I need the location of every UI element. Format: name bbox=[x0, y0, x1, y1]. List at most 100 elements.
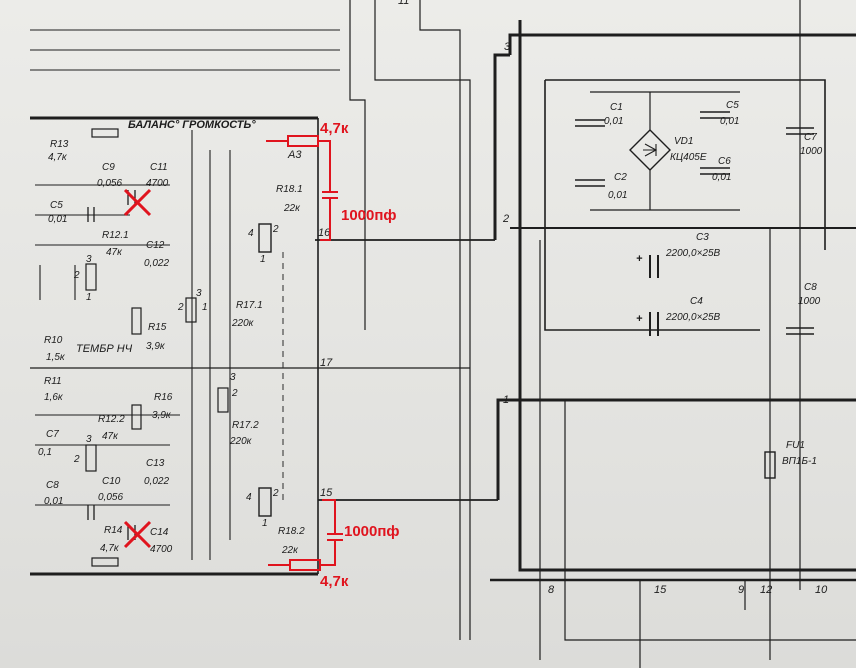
r18-2-pin2: 2 bbox=[272, 488, 279, 499]
c8-right-symbol bbox=[786, 327, 814, 335]
removed-c11-cross-icon bbox=[123, 188, 152, 217]
c8-left-value: 0,01 bbox=[44, 496, 63, 507]
r17-2-value: 220к bbox=[229, 436, 253, 447]
c10-value: 0,056 bbox=[98, 492, 123, 503]
c4-ref: C4 bbox=[690, 296, 703, 307]
node-17: 17 bbox=[320, 357, 333, 369]
r11-value: 1,6к bbox=[44, 392, 64, 403]
c9-value: 0,056 bbox=[97, 178, 122, 189]
c1-value: 0,01 bbox=[604, 116, 623, 127]
modification-overlay: 4,7к 1000пф 1000пф 4,7к bbox=[123, 120, 400, 590]
c10-ref: C10 bbox=[102, 476, 121, 487]
c5-right-symbol bbox=[700, 111, 730, 119]
r17-1-pin3: 3 bbox=[196, 288, 202, 299]
c5-left-ref: C5 bbox=[50, 200, 63, 211]
c13-value: 0,022 bbox=[144, 476, 169, 487]
resistor-r16-symbol bbox=[131, 404, 142, 430]
r17-2-pin3: 3 bbox=[230, 372, 236, 383]
r14-value: 4,7к bbox=[100, 543, 120, 554]
r15-ref: R15 bbox=[148, 322, 167, 333]
r16-ref: R16 bbox=[154, 392, 173, 403]
r18-1-value: 22к bbox=[283, 203, 301, 214]
c8-left-ref: C8 bbox=[46, 480, 59, 491]
node-2: 2 bbox=[502, 213, 509, 225]
c7-value: 0,1 bbox=[38, 447, 52, 458]
c7-ref: C7 bbox=[46, 429, 59, 440]
added-resistor-bottom-symbol bbox=[289, 559, 321, 571]
c10-symbol bbox=[87, 505, 95, 520]
a3-label: A3 bbox=[287, 149, 302, 161]
r18-1-pin1: 1 bbox=[260, 254, 266, 265]
c8-right-value: 1000 bbox=[798, 296, 821, 307]
c2-ref: C2 bbox=[614, 172, 627, 183]
r10-value: 1,5к bbox=[46, 352, 66, 363]
r12-1-pin1: 1 bbox=[86, 292, 92, 303]
potentiometer-r17-2-symbol bbox=[217, 387, 229, 413]
diode-bridge-vd1-symbol bbox=[629, 129, 671, 171]
r12-2-pin3: 3 bbox=[86, 434, 92, 445]
removed-c14-cross-icon bbox=[123, 520, 152, 549]
vd1-ref: VD1 bbox=[674, 136, 693, 147]
potentiometer-r17-1-symbol bbox=[185, 297, 197, 323]
r13-ref: R13 bbox=[50, 139, 69, 150]
added-resistor-top-symbol bbox=[287, 135, 319, 147]
r12-1-pin2: 2 bbox=[73, 270, 80, 281]
main-wires bbox=[30, 0, 856, 668]
r15-value: 3,9к bbox=[146, 341, 166, 352]
potentiometer-r12-2-symbol bbox=[85, 444, 97, 472]
r18-2-pin4: 4 bbox=[246, 492, 252, 503]
r18-2-pin1: 1 bbox=[262, 518, 268, 529]
c3-value: 2200,0×25В bbox=[665, 248, 721, 259]
fu1-ref: FU1 bbox=[786, 440, 805, 451]
tone-lf-label: ТЕМБР НЧ bbox=[76, 343, 133, 355]
r14-ref: R14 bbox=[104, 525, 123, 536]
c14-ref: C14 bbox=[150, 527, 169, 538]
r18-1-pin2: 2 bbox=[272, 224, 279, 235]
node-9: 9 bbox=[738, 584, 744, 596]
c13-ref: C13 bbox=[146, 458, 165, 469]
r18-2-value: 22к bbox=[281, 545, 299, 556]
potentiometer-r12-1-symbol bbox=[85, 263, 97, 291]
r17-1-ref: R17.1 bbox=[236, 300, 263, 311]
node-3: 3 bbox=[504, 41, 511, 53]
added-cap-bottom-wiring bbox=[268, 499, 343, 566]
c11-value: 4700 bbox=[146, 178, 169, 189]
r12-1-ref: R12.1 bbox=[102, 230, 129, 241]
node-15-bottom: 15 bbox=[654, 584, 667, 596]
c3-symbol bbox=[649, 255, 659, 278]
svg-text:+: + bbox=[636, 313, 643, 325]
r18-2-ref: R18.2 bbox=[278, 526, 305, 537]
c6-value: 0,01 bbox=[712, 172, 731, 183]
added-cap-bottom-label: 1000пф bbox=[344, 523, 400, 540]
potentiometer-r18-2-symbol bbox=[258, 487, 272, 517]
c3-ref: C3 bbox=[696, 232, 709, 243]
fu1-value: ВП1Б-1 bbox=[782, 456, 817, 467]
node-12: 12 bbox=[760, 584, 772, 596]
r17-1-pin2: 2 bbox=[177, 302, 184, 313]
node-8: 8 bbox=[548, 584, 555, 596]
balance-volume-label: БАЛАНС° ГРОМКОСТЬ° bbox=[128, 119, 256, 131]
r18-1-pin4: 4 bbox=[248, 228, 254, 239]
c2-value: 0,01 bbox=[608, 190, 627, 201]
c6-ref: C6 bbox=[718, 156, 731, 167]
node-10: 10 bbox=[815, 584, 828, 596]
c1-ref: C1 bbox=[610, 102, 623, 113]
c12-value: 0,022 bbox=[144, 258, 169, 269]
c5-left-value: 0,01 bbox=[48, 214, 67, 225]
r12-2-value: 47к bbox=[102, 431, 119, 442]
volume-balance-section: БАЛАНС° ГРОМКОСТЬ° A3 R18.1 22к 4 2 1 3 … bbox=[128, 119, 305, 556]
node-numbers: 1 2 3 11 16 17 15 8 15 9 12 10 bbox=[318, 0, 828, 596]
r13-value: 4,7к bbox=[48, 152, 68, 163]
added-resistor-bottom-label: 4,7к bbox=[320, 573, 349, 590]
resistor-r14-symbol bbox=[91, 557, 119, 567]
r17-1-value: 220к bbox=[231, 318, 255, 329]
c4-value: 2200,0×25В bbox=[665, 312, 721, 323]
resistor-r15-symbol bbox=[131, 307, 142, 335]
c1-symbol bbox=[575, 119, 605, 127]
resistor-r13-symbol bbox=[91, 128, 119, 138]
node-11: 11 bbox=[398, 0, 409, 7]
c6-symbol bbox=[700, 167, 730, 175]
c7-right-symbol bbox=[786, 127, 814, 135]
